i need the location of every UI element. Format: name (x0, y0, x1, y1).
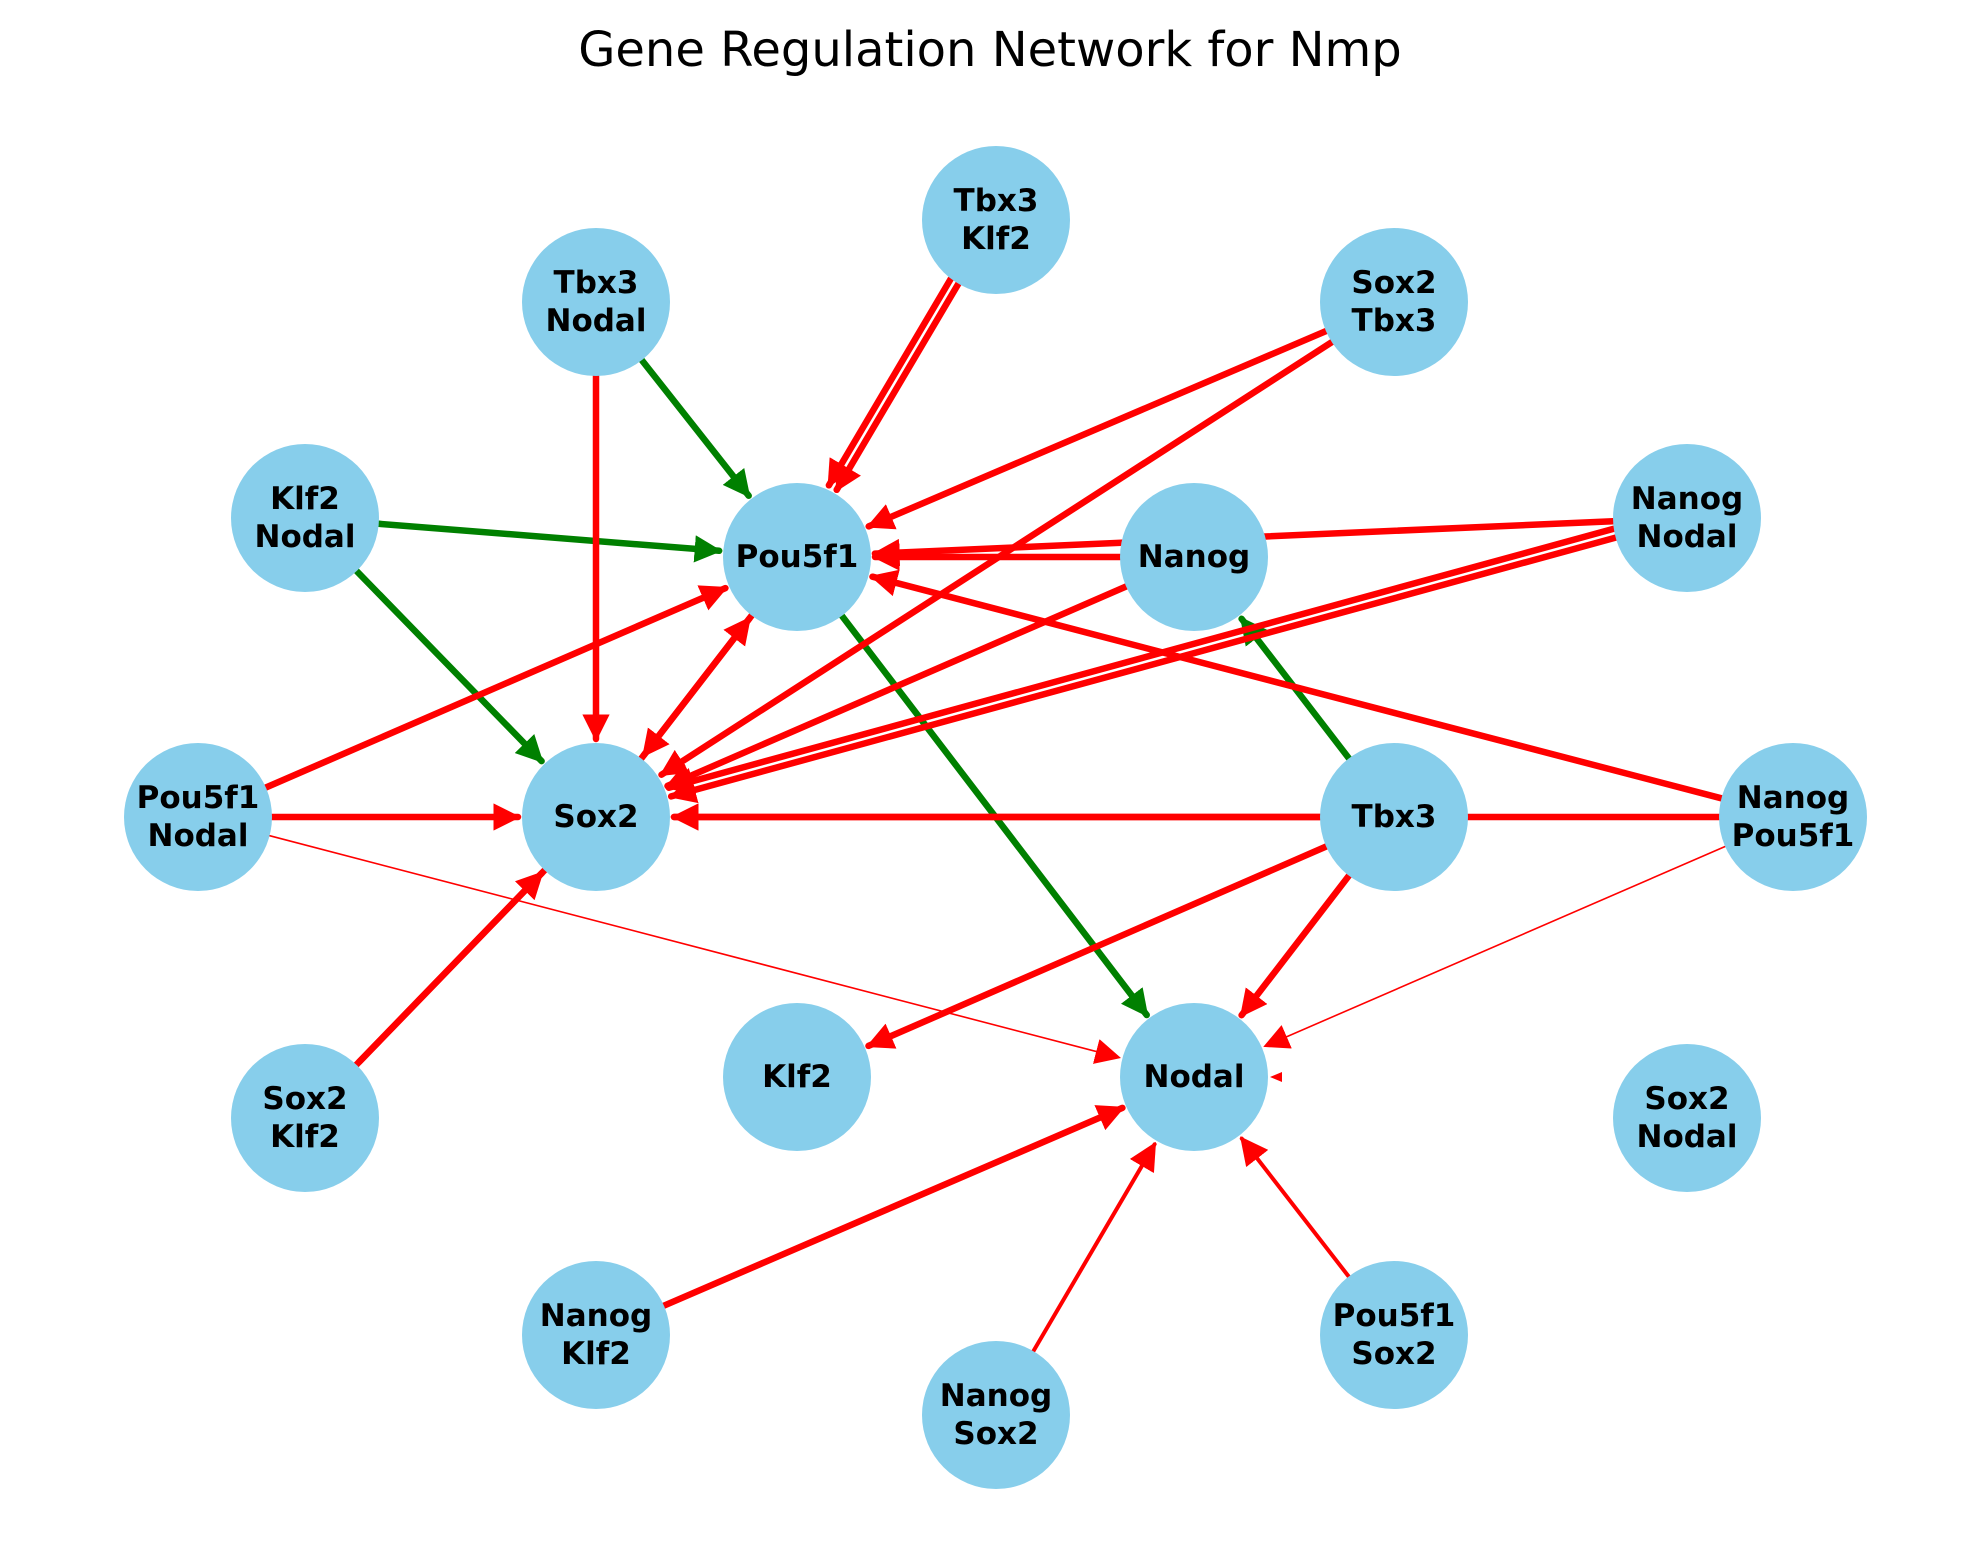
node-circle (231, 1044, 379, 1192)
edge-nanog-pou5f1-to-pou5f1-repression (869, 569, 1725, 802)
node-label: Sox2 (1644, 1081, 1729, 1117)
node-label: Klf2 (270, 1119, 340, 1155)
node-label: Nanog (1631, 481, 1743, 517)
node-label: Nanog (940, 1378, 1052, 1414)
node-label: Sox2 (262, 1081, 347, 1117)
edge-tbx3-nodal-to-pou5f1-activation (638, 356, 752, 499)
node-label: Pou5f1 (1732, 818, 1855, 854)
edge-klf2-nodal-to-pou5f1-activation (375, 520, 723, 563)
edge-tbx3-to-klf2-repression (865, 843, 1330, 1050)
node-circle (1613, 444, 1761, 592)
node-label: Tbx3 (1352, 303, 1437, 339)
node-circle (1120, 483, 1268, 631)
node-circle (922, 146, 1070, 294)
edge-pou5f1-nodal-to-nodal-repression (268, 834, 1121, 1064)
node-circle (922, 1341, 1070, 1489)
node-label: Nanog (1737, 780, 1849, 816)
node-circle (1120, 1003, 1268, 1151)
node-label: Sox2 (553, 799, 638, 835)
node-label: Klf2 (561, 1336, 631, 1372)
node-circle (1320, 743, 1468, 891)
stray-arrowhead (1270, 1072, 1282, 1082)
node-circle (723, 483, 871, 631)
node-circle (1719, 743, 1867, 891)
node-label: Nanog (540, 1298, 652, 1334)
node-tbx3: Tbx3 (1320, 743, 1468, 891)
edge-pou5f1-nodal-to-pou5f1-repression (262, 584, 729, 791)
node-label: Tbx3 (1352, 799, 1437, 835)
edges-layer (262, 275, 1726, 1354)
node-circle (231, 444, 379, 592)
node-label: Tbx3 (954, 183, 1039, 219)
node-nanog: Nanog (1120, 483, 1268, 631)
edge-nanog-nodal-to-sox2-repression (667, 534, 1619, 804)
edge-sox2-to-pou5f1-repression (638, 615, 753, 762)
node-label: Nodal (148, 818, 249, 854)
node-label: Tbx3 (554, 265, 639, 301)
node-label: Pou5f1 (1333, 1298, 1456, 1334)
node-circle (522, 228, 670, 376)
node-circle (522, 743, 670, 891)
node-circle (1320, 1261, 1468, 1409)
edge-nanog-pou5f1-to-nodal-repression (1263, 845, 1726, 1049)
node-sox2: Sox2 (522, 743, 670, 891)
node-label: Sox2 (1351, 1336, 1436, 1372)
node-klf2: Klf2 (723, 1003, 871, 1151)
node-circle (1613, 1044, 1761, 1192)
node-label: Klf2 (270, 481, 340, 517)
node-circle (522, 1261, 670, 1409)
node-pou5f1: Pou5f1 (723, 483, 871, 631)
edge-nanog-klf2-to-nodal-repression (660, 1104, 1126, 1309)
edge-nanog-sox2-to-nodal-repression (1031, 1141, 1157, 1354)
node-label: Nodal (546, 303, 647, 339)
node-circle (1320, 228, 1468, 376)
edge-sox2-to-sox2-klf2-repression (355, 866, 548, 1066)
edge-nanog-to-sox2-repression (664, 583, 1130, 790)
edge-tbx3-klf2-to-pou5f1-repression (833, 280, 962, 494)
node-label: Nodal (255, 519, 356, 555)
node-label: Nodal (1637, 519, 1738, 555)
diagram-title: Gene Regulation Network for Nmp (578, 22, 1402, 78)
node-circle (723, 1003, 871, 1151)
node-label: Klf2 (762, 1059, 832, 1095)
edge-tbx3-klf2-to-pou5f1-repression (825, 275, 954, 489)
node-label: Klf2 (961, 221, 1031, 257)
node-nodal: Nodal (1120, 1003, 1268, 1151)
node-label: Nodal (1144, 1059, 1245, 1095)
node-label: Sox2 (953, 1416, 1038, 1452)
edge-tbx3-to-nodal-repression (1238, 872, 1353, 1019)
node-circle (124, 743, 272, 891)
node-label: Nodal (1637, 1119, 1738, 1155)
edge-pou5f1-sox2-to-nodal-repression (1239, 1136, 1351, 1279)
node-label: Pou5f1 (137, 780, 260, 816)
edge-nanog-nodal-to-sox2-repression (665, 525, 1617, 795)
node-label: Pou5f1 (736, 539, 859, 575)
edge-sox2-tbx3-to-pou5f1-repression (865, 327, 1330, 530)
node-label: Sox2 (1351, 265, 1436, 301)
edge-klf2-nodal-to-sox2-activation (353, 567, 545, 765)
node-label: Nanog (1138, 539, 1250, 575)
